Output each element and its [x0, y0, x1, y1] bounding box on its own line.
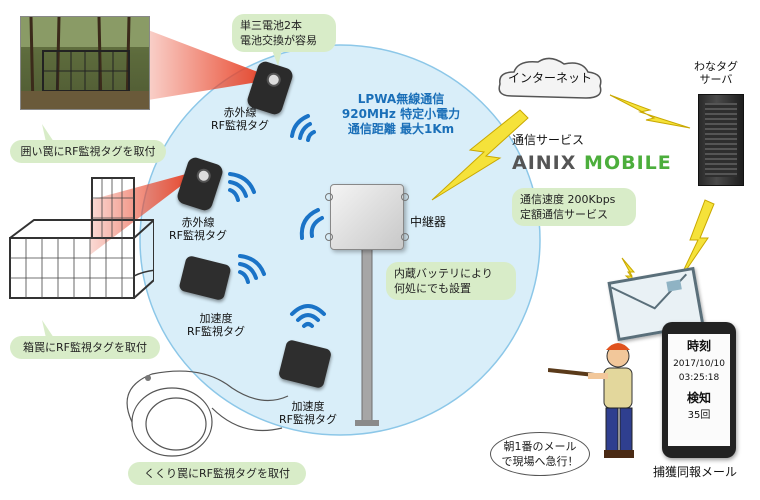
hunter-speech-line2: で現場へ急行！ [491, 454, 589, 469]
battery-note-line2: 電池交換が容易 [240, 33, 328, 48]
box-caption-pointer [40, 320, 60, 338]
mail-label: 捕獲同報メール [640, 466, 750, 479]
phone-device: 時刻 2017/10/10 03:25:18 検知 35回 [662, 322, 736, 458]
battery-note: 単三電池2本 電池交換が容易 [232, 14, 336, 52]
ainix-mobile-logo: AINIX MOBILE [512, 152, 672, 174]
tag-label-line1: 赤外線 [158, 216, 238, 229]
wifi-signal-icon [288, 300, 328, 334]
tag-label-accel-middle: 加速度 RF監視タグ [176, 312, 256, 338]
hunter-speech-bubble: 朝1番のメール で現場へ急行！ [490, 432, 590, 476]
wifi-signal-icon [286, 104, 326, 144]
phone-count: 35回 [668, 410, 730, 422]
service-note-line2: 定額通信サービス [520, 207, 628, 222]
battery-note-line1: 単三電池2本 [240, 18, 328, 33]
hunter-speech-line1: 朝1番のメール [491, 439, 589, 454]
box-trap-caption-text: 箱罠にRF監視タグを取付 [23, 341, 147, 354]
repeater-label: 中継器 [410, 216, 460, 229]
lpwa-line2: 920MHz 特定小電力 [326, 107, 476, 122]
repeater-pole [362, 245, 372, 423]
service-note: 通信速度 200Kbps 定額通信サービス [512, 188, 636, 226]
enclosure-caption-pointer [40, 124, 60, 142]
repeater-note-line2: 何処にでも設置 [394, 281, 508, 296]
lightning-internet-server [610, 95, 690, 128]
wifi-signal-icon [232, 250, 272, 290]
service-note-line1: 通信速度 200Kbps [520, 192, 628, 207]
tag-label-line2: RF監視タグ [200, 119, 280, 132]
enclosure-trap-caption-text: 囲い罠にRF監視タグを取付 [21, 145, 156, 158]
tag-label-line2: RF監視タグ [158, 229, 238, 242]
wifi-signal-icon [222, 168, 262, 208]
internet-label: インターネット [504, 72, 596, 85]
box-trap-illustration [4, 176, 154, 326]
box-trap-caption: 箱罠にRF監視タグを取付 [10, 336, 160, 359]
phone-time-title: 時刻 [668, 340, 730, 352]
phone-screen: 時刻 2017/10/10 03:25:18 検知 35回 [668, 334, 730, 446]
server-label: わなタグ サーバ [686, 60, 746, 86]
enclosure-trap-illustration [21, 17, 149, 109]
repeater-note-line1: 内蔵バッテリにより [394, 266, 508, 281]
tag-label-ir-top: 赤外線 RF監視タグ [200, 106, 280, 132]
wifi-signal-icon [294, 206, 328, 246]
phone-date: 2017/10/10 [668, 358, 730, 370]
repeater-note: 内蔵バッテリにより 何処にでも設置 [386, 262, 516, 300]
brand-left: AINIX [512, 152, 576, 174]
tag-label-line2: RF監視タグ [176, 325, 256, 338]
repeater-device [330, 184, 404, 250]
tag-label-ir-middle: 赤外線 RF監視タグ [158, 216, 238, 242]
lpwa-line3: 通信距離 最大1Km [326, 122, 476, 137]
tag-label-line1: 赤外線 [200, 106, 280, 119]
brand-right: MOBILE [584, 152, 672, 174]
server-label-line1: わなタグ [686, 60, 746, 73]
service-label: 通信サービス [512, 134, 592, 147]
server-label-line2: サーバ [686, 73, 746, 86]
enclosure-trap-caption: 囲い罠にRF監視タグを取付 [10, 140, 166, 163]
server-rack-icon [698, 94, 744, 186]
phone-detect-title: 検知 [668, 392, 730, 404]
snare-trap-illustration [112, 368, 292, 464]
enclosure-trap-photo [20, 16, 150, 110]
tag-label-line1: 加速度 [176, 312, 256, 325]
snare-trap-caption: くくり罠にRF監視タグを取付 [128, 462, 306, 485]
lpwa-line1: LPWA無線通信 [326, 92, 476, 107]
lpwa-description: LPWA無線通信 920MHz 特定小電力 通信距離 最大1Km [326, 92, 476, 137]
phone-time: 03:25:18 [668, 372, 730, 384]
snare-trap-caption-text: くくり罠にRF監視タグを取付 [144, 467, 290, 480]
